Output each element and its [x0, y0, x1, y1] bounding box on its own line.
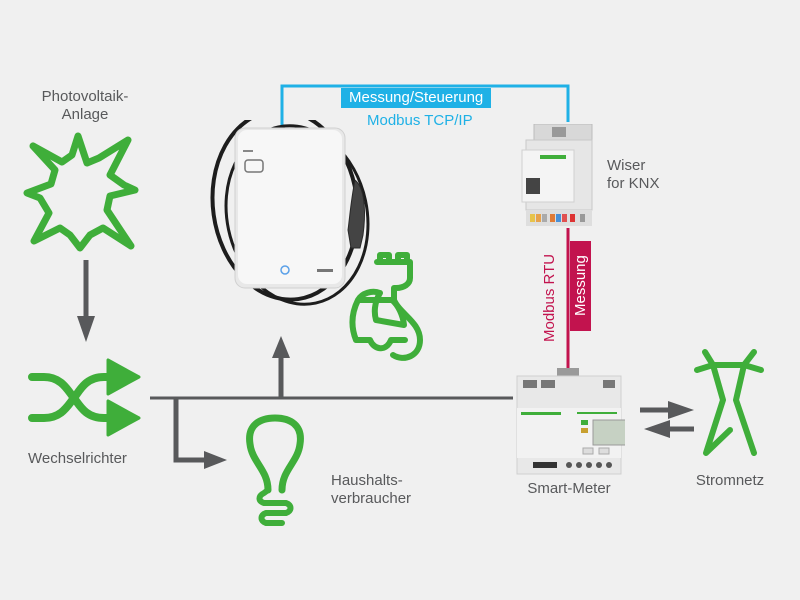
rtu-protocol-label: Modbus RTU — [541, 253, 558, 342]
pv-label: Photovoltaik- Anlage — [20, 88, 150, 124]
rtu-tag: Messung — [570, 241, 591, 331]
smart-meter-label: Smart-Meter — [527, 480, 611, 497]
tcp-protocol-label: Modbus TCP/IP — [367, 112, 473, 129]
pv-label-line2: Anlage — [61, 106, 109, 123]
arrow-grid-to-meter — [644, 420, 694, 438]
tcp-tag: Messung/Steuerung — [341, 88, 492, 108]
arrow-bus-to-household — [173, 398, 227, 469]
ev-charger-device — [205, 120, 375, 320]
wiser-graphic — [521, 124, 593, 226]
modbus-tcp-line — [280, 84, 570, 132]
pv-label-line1: Photovoltaik- — [41, 88, 129, 105]
wiser-label-line1: Wiser — [607, 157, 646, 174]
household-label-line2: verbraucher — [331, 490, 412, 507]
household-label: Haushalts- verbraucher — [331, 472, 411, 508]
wiser-label-line2: for KNX — [607, 175, 660, 192]
household-label-line1: Haushalts- — [331, 472, 403, 489]
smart-meter-graphic — [516, 368, 625, 475]
arrow-bus-to-wallbox — [272, 336, 290, 398]
smart-meter-device — [513, 368, 625, 476]
wiser-label: Wiser for KNX — [607, 157, 660, 193]
ev-charger-graphic — [210, 120, 370, 306]
inverter-label: Wechselrichter — [28, 450, 127, 467]
grid-label: Stromnetz — [695, 472, 765, 489]
wiser-knx-device — [520, 124, 598, 228]
arrow-meter-to-grid — [640, 401, 694, 419]
arrow-pv-to-inverter — [77, 260, 95, 342]
